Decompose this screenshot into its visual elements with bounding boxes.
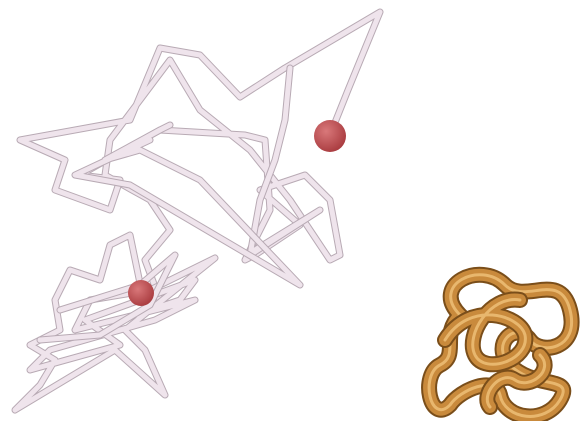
tight-knot [429,275,571,417]
chain-endpoint-upper [314,120,346,152]
chain-tube [20,12,380,300]
random-chain-upper [20,12,380,300]
random-chain-lower [15,235,215,410]
chain-endpoint-lower [128,280,154,306]
